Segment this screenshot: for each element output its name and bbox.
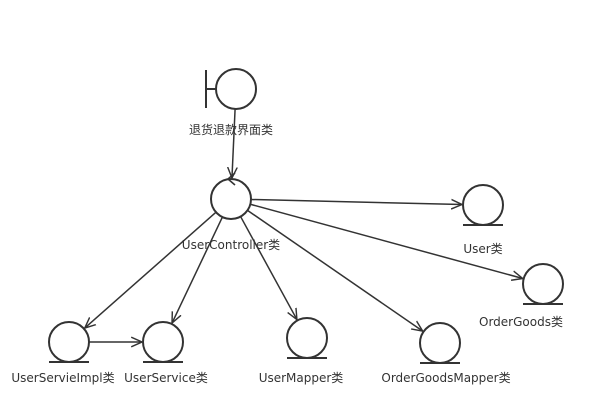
label-ogmapper: OrderGoodsMapper类 [381, 371, 511, 385]
edge-controller-to-ogmapper [247, 209, 422, 331]
edges-layer [85, 108, 523, 342]
node-ogmapper [419, 322, 461, 364]
label-controller: UserController类 [181, 238, 281, 252]
node-impl [48, 321, 90, 363]
edge-controller-to-mapper [239, 216, 297, 320]
node-ordergoods [522, 263, 564, 305]
label-ordergoods: OrderGoods类 [479, 315, 563, 329]
node-controller [210, 172, 252, 220]
edge-controller-to-service [172, 216, 224, 323]
edge-boundary-to-controller [232, 108, 235, 178]
node-user [462, 184, 504, 226]
edge-controller-to-impl [85, 211, 217, 328]
label-boundary: 退货退款界面类 [188, 123, 274, 137]
label-impl: UserServieImpl类 [11, 371, 115, 385]
nodes-layer [48, 68, 564, 364]
node-service [142, 321, 184, 363]
label-mapper: UserMapper类 [258, 371, 344, 385]
edge-controller-to-user [250, 198, 462, 204]
node-boundary [205, 68, 257, 110]
label-user: User类 [463, 242, 503, 256]
node-mapper [286, 317, 328, 359]
label-service: UserService类 [124, 371, 208, 385]
edge-controller-to-ordergoods [250, 203, 522, 278]
